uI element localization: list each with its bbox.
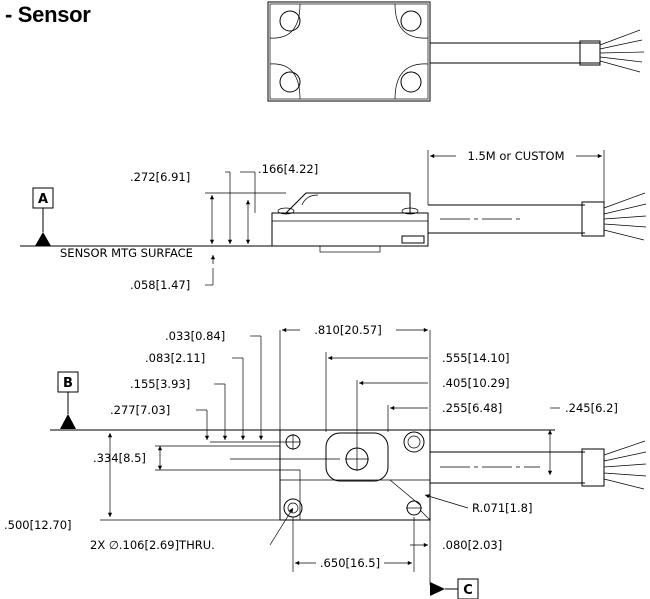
dim-500: .500[12.70] [4, 518, 72, 532]
cable-length-label: 1.5M or CUSTOM [467, 149, 564, 163]
dim-810: .810[20.57] [314, 323, 382, 337]
datum-b-label: B [63, 376, 73, 391]
dim-080: .080[2.03] [442, 538, 502, 552]
dim-650: .650[16.5] [320, 556, 380, 570]
dim-166: .166[4.22] [258, 162, 318, 176]
dim-255: .255[6.48] [442, 401, 502, 415]
dim-405: .405[10.29] [442, 376, 510, 390]
dim-083: .083[2.11] [145, 351, 205, 365]
drawing-title: n - Sensor [0, 2, 91, 27]
dim-033: .033[0.84] [165, 329, 225, 343]
dim-radius: R.071[1.8] [472, 501, 532, 515]
dim-555: .555[14.10] [442, 351, 510, 365]
top-view: B [4, 322, 647, 599]
dim-334: .334[8.5] [93, 451, 146, 465]
dim-277: .277[7.03] [110, 403, 170, 417]
side-view: A 1.5M or CUSTOM .272[6. [20, 148, 647, 292]
datum-a-label: A [38, 192, 48, 207]
sensor-preview [267, 1, 645, 102]
hole-callout: 2X ∅.106[2.69]THRU. [90, 538, 215, 552]
datum-c-label: C [463, 583, 473, 598]
mounting-surface-label: SENSOR MTG SURFACE [60, 246, 193, 260]
dim-155: .155[3.93] [130, 377, 190, 391]
dim-245: .245[6.2] [565, 401, 618, 415]
dim-058: .058[1.47] [130, 278, 190, 292]
dim-272: .272[6.91] [130, 170, 190, 184]
